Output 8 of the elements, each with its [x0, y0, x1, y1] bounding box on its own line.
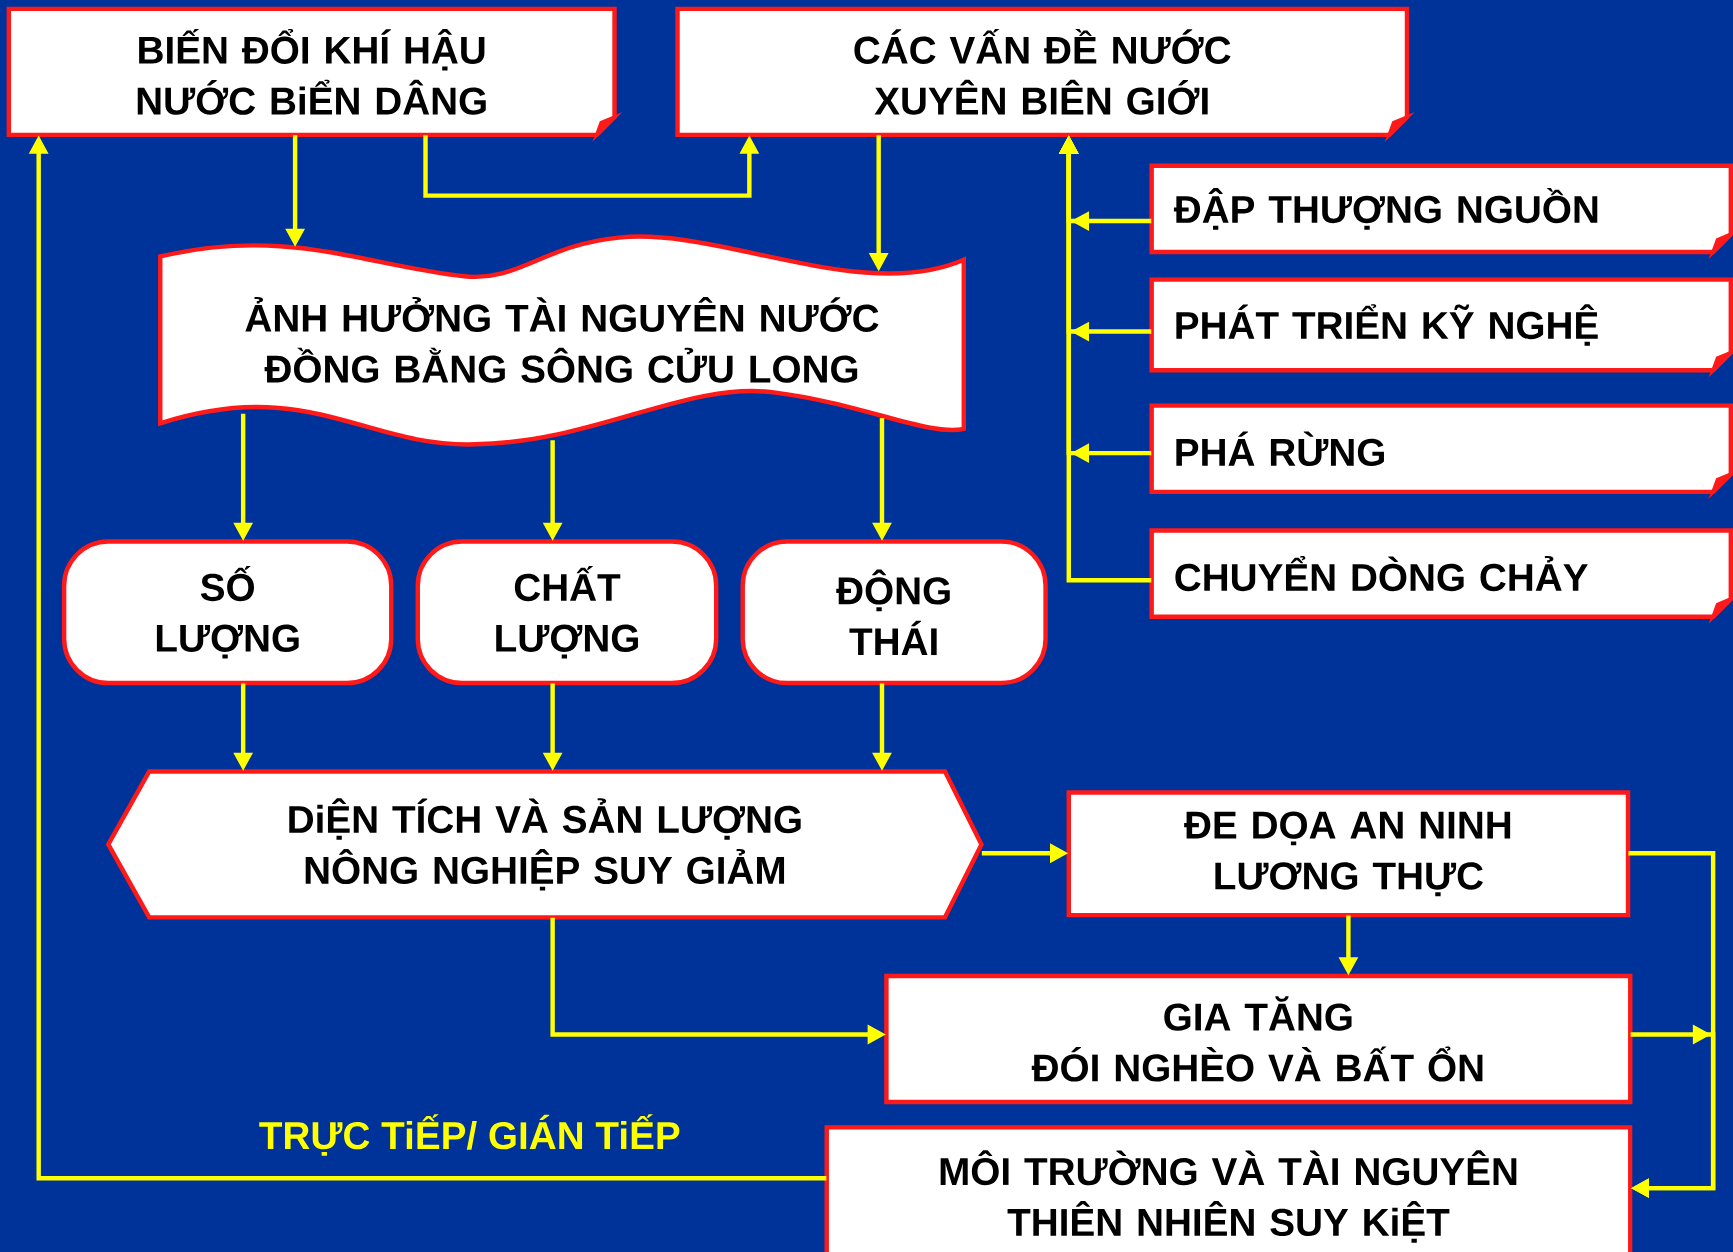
process-box: MÔI TRƯỜNG VÀ TÀI NGUYÊN THIÊN NHIÊN SUY KiỆT [824, 1125, 1633, 1252]
rounded-box: SỐ LƯỢNG [61, 539, 394, 686]
rounded-box: ĐỘNG THÁI [740, 539, 1048, 686]
arrow [1630, 1024, 1716, 1198]
annotation-text: TRỰC TiẾP/ GIÁN TiẾP [259, 1114, 680, 1156]
process-box: ĐE DỌA AN NINH LƯƠNG THỰC [1066, 790, 1631, 918]
process-box: GIA TĂNG ĐÓI NGHÈO VÀ BẤT ỔN [884, 973, 1633, 1105]
rounded-box: CHẤT LƯỢNG [415, 539, 719, 686]
